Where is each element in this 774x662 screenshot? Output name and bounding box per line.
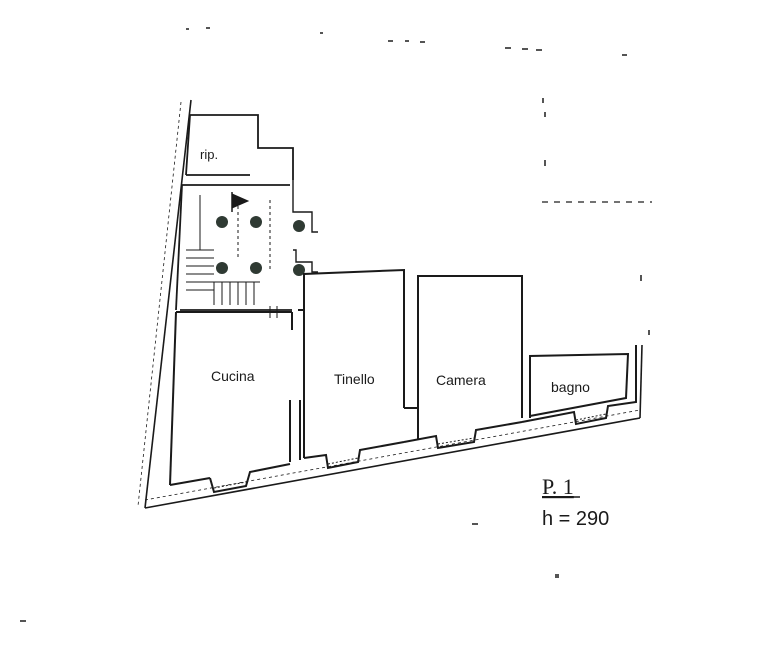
floor-level-label: P. 1 (542, 474, 574, 499)
room-label-bathroom: bagno (551, 379, 590, 395)
stair-hall (175, 180, 318, 318)
dining-room (298, 268, 418, 470)
stair-direction-arrow-icon (231, 192, 250, 212)
columns (216, 216, 305, 276)
room-label-bedroom: Camera (436, 372, 486, 388)
outer-wall-south (144, 344, 643, 509)
storage-room (185, 114, 294, 180)
kitchen-room (169, 311, 301, 494)
ceiling-height-label: h = 290 (542, 508, 609, 530)
bedroom-room (403, 275, 523, 450)
window-marks (213, 413, 607, 489)
room-label-kitchen: Cucina (211, 368, 255, 384)
bathroom-room (521, 345, 637, 426)
stair-treads (186, 195, 271, 305)
room-label-storage: rip. (200, 147, 218, 162)
room-label-dining: Tinello (334, 371, 375, 387)
outer-wall-west (137, 99, 192, 509)
scan-artifacts (20, 27, 650, 622)
